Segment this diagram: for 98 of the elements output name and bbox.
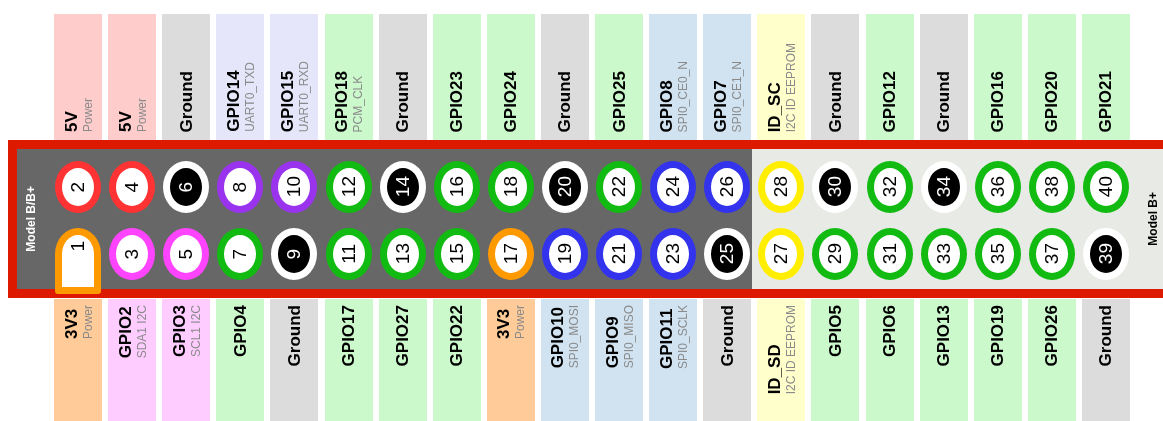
pin-name-text: 5V bbox=[115, 110, 135, 132]
pin-name-text: GPIO24 bbox=[501, 70, 521, 132]
pin-function-text: PCM_CLK bbox=[351, 74, 365, 132]
pin-name-text: Ground bbox=[393, 70, 413, 132]
pin-number: 1 bbox=[68, 241, 88, 252]
pin-number: 30 bbox=[825, 176, 846, 198]
pin-name-text: GPIO27 bbox=[393, 305, 413, 367]
pin-function-text: SPI0_SCLK bbox=[675, 305, 690, 370]
pin-name-text: GPIO26 bbox=[1042, 305, 1062, 367]
pin-number: 18 bbox=[500, 176, 521, 198]
pin-name-text: GPIO11 bbox=[656, 307, 676, 370]
pin-function-text: Power bbox=[513, 305, 528, 339]
pin-number: 29 bbox=[825, 243, 846, 265]
pin-function-text: SDA1 I2C bbox=[134, 305, 149, 359]
pin-name-text: GPIO20 bbox=[1042, 70, 1062, 132]
pin-number: 24 bbox=[663, 176, 684, 198]
pin-number: 26 bbox=[717, 176, 738, 198]
pin-number: 20 bbox=[554, 176, 575, 198]
pin-name-text: Ground bbox=[825, 70, 845, 132]
pin-function-text: UART0_TXD bbox=[242, 62, 257, 132]
pin-name-text: GPIO15 bbox=[277, 69, 297, 132]
pin-number: 34 bbox=[933, 176, 954, 198]
pin-function-text: SPI0_MISO bbox=[621, 305, 636, 369]
pin-name-text: GPIO22 bbox=[447, 305, 467, 367]
pin-number: 13 bbox=[392, 243, 413, 265]
pin-name-text: GPIO12 bbox=[880, 70, 899, 132]
pin-number: 39 bbox=[1095, 243, 1116, 265]
pin-function-text: I2C ID EEPROM bbox=[783, 42, 798, 132]
pin-name-text: Ground bbox=[934, 70, 954, 132]
pin-number: 5 bbox=[176, 248, 197, 260]
pin-name-text: 3V3 bbox=[494, 307, 514, 339]
pin-number: 9 bbox=[284, 248, 305, 260]
board-model-label: Model B/B+ bbox=[24, 186, 38, 252]
pin-name-text: ID_SD bbox=[764, 343, 784, 395]
pin-number: 38 bbox=[1041, 176, 1062, 198]
pin-number: 37 bbox=[1041, 243, 1062, 265]
pin-function-text: SPI0_CE0_N bbox=[675, 60, 690, 132]
pin-name-text: GPIO21 bbox=[1096, 70, 1116, 132]
pin-function-text: Power bbox=[80, 98, 95, 132]
pin-name-text: GPIO17 bbox=[339, 305, 358, 367]
pin-number: 6 bbox=[176, 181, 197, 193]
pin-number: 2 bbox=[68, 181, 88, 193]
pin-number: 19 bbox=[554, 243, 575, 265]
pin-number: 15 bbox=[446, 243, 467, 265]
pin-number: 32 bbox=[879, 176, 900, 198]
pin-function-text: I2C ID EEPROM bbox=[783, 305, 798, 395]
pin-number: 17 bbox=[500, 243, 521, 265]
pin-number: 16 bbox=[446, 176, 467, 198]
pin-number: 3 bbox=[122, 248, 143, 260]
pin-name-text: GPIO5 bbox=[825, 305, 845, 357]
pin-name-text: Ground bbox=[555, 70, 575, 132]
pin-name-text: Ground bbox=[284, 305, 304, 367]
pin-name-text: GPIO8 bbox=[656, 79, 676, 132]
pin-number: 35 bbox=[987, 243, 1008, 265]
pin-name-text: GPIO16 bbox=[988, 70, 1008, 132]
pin-number: 23 bbox=[663, 243, 684, 265]
pin-name-text: Ground bbox=[1096, 305, 1116, 367]
pin-number: 25 bbox=[717, 243, 738, 265]
pin-name-text: GPIO4 bbox=[230, 305, 250, 357]
pin-number: 8 bbox=[230, 181, 251, 193]
pin-name-text: GPIO23 bbox=[447, 70, 467, 132]
pin-number: 40 bbox=[1095, 176, 1116, 198]
pin-function-text: UART0_RXD bbox=[296, 60, 311, 132]
pin-name-text: GPIO7 bbox=[710, 79, 730, 132]
pin-name-text: GPIO19 bbox=[988, 305, 1008, 367]
pin-number: 12 bbox=[338, 176, 359, 198]
pin-number: 31 bbox=[879, 243, 900, 265]
pin-number: 27 bbox=[771, 243, 792, 265]
pin-name-text: Ground bbox=[717, 305, 737, 367]
pin-name-text: GPIO6 bbox=[880, 305, 899, 357]
pin-name-text: 5V bbox=[61, 110, 81, 132]
pin-name-text: GPIO25 bbox=[609, 70, 629, 132]
pin-name-text: Ground bbox=[176, 70, 196, 132]
pin-function-text: SPI0_MOSI bbox=[567, 305, 582, 369]
pin-number: 4 bbox=[122, 181, 143, 193]
pin-number: 11 bbox=[338, 244, 359, 264]
pin-number: 21 bbox=[609, 243, 629, 265]
pin-name-text: GPIO10 bbox=[548, 305, 568, 369]
board-model-label: Model B+ bbox=[1146, 192, 1160, 246]
pin-number: 28 bbox=[771, 176, 792, 198]
pin-name-text: GPIO2 bbox=[115, 305, 135, 359]
pin-number: 36 bbox=[987, 176, 1008, 198]
pin-name-text: GPIO13 bbox=[934, 305, 954, 367]
pin-function-text: Power bbox=[134, 98, 149, 132]
pin-number: 33 bbox=[933, 243, 954, 265]
pin-name-text: GPIO18 bbox=[332, 70, 351, 132]
pin-function-text: SPI0_CE1_N bbox=[729, 60, 744, 132]
pin-function-text: SCL1 I2C bbox=[188, 305, 203, 358]
pin-function-text: Power bbox=[80, 305, 95, 339]
pin-number: 22 bbox=[609, 176, 629, 198]
pin-name-text: ID_SC bbox=[764, 80, 784, 132]
pin-name-text: GPIO3 bbox=[169, 305, 189, 358]
pin-number: 7 bbox=[230, 248, 251, 260]
pin-name-text: GPIO9 bbox=[602, 315, 622, 369]
pin-number: 10 bbox=[284, 176, 305, 198]
pin-name-text: GPIO14 bbox=[223, 69, 243, 132]
pin-name-text: 3V3 bbox=[61, 307, 81, 339]
pin-number: 14 bbox=[392, 176, 413, 198]
